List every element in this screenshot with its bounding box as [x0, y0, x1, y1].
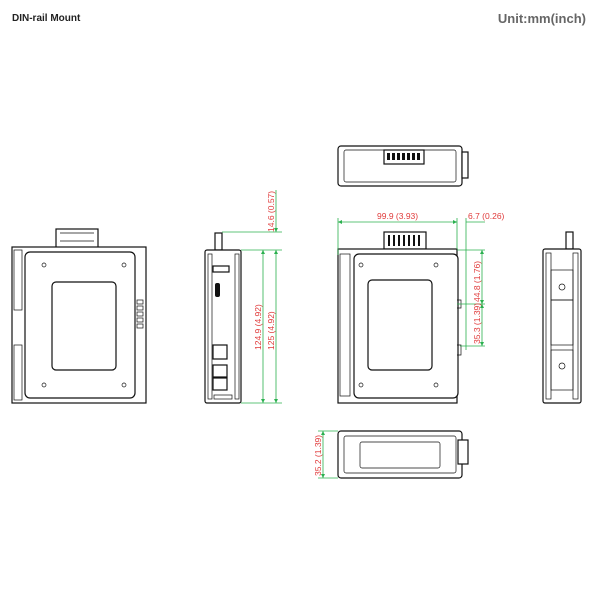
dim-side-height: 124.9 (4.92) — [253, 304, 263, 350]
front-view — [11, 228, 147, 404]
dim-width: 99.9 (3.93) — [377, 211, 418, 221]
drawing-title: DIN-rail Mount — [12, 13, 81, 24]
top-view — [337, 145, 469, 187]
dimension-labels: 14.6 (0.57) 124.9 (4.92) 125 (4.92) 99.9… — [253, 191, 505, 476]
dim-total-height: 125 (4.92) — [266, 311, 276, 350]
dim-depth: 35.2 (1.39) — [313, 435, 323, 476]
dim-top-extension: 14.6 (0.57) — [266, 191, 276, 232]
bottom-view — [337, 430, 469, 479]
right-side-view — [542, 231, 582, 404]
dimension-lines — [222, 190, 485, 479]
rear-view — [337, 231, 462, 404]
unit-label: Unit:mm(inch) — [497, 11, 586, 26]
side-view — [204, 232, 242, 404]
dim-rail-offset: 6.7 (0.26) — [468, 211, 505, 221]
dim-lower-rail: 35.3 (1.39) — [472, 303, 482, 344]
dim-upper-rail: 44.8 (1.76) — [472, 261, 482, 302]
